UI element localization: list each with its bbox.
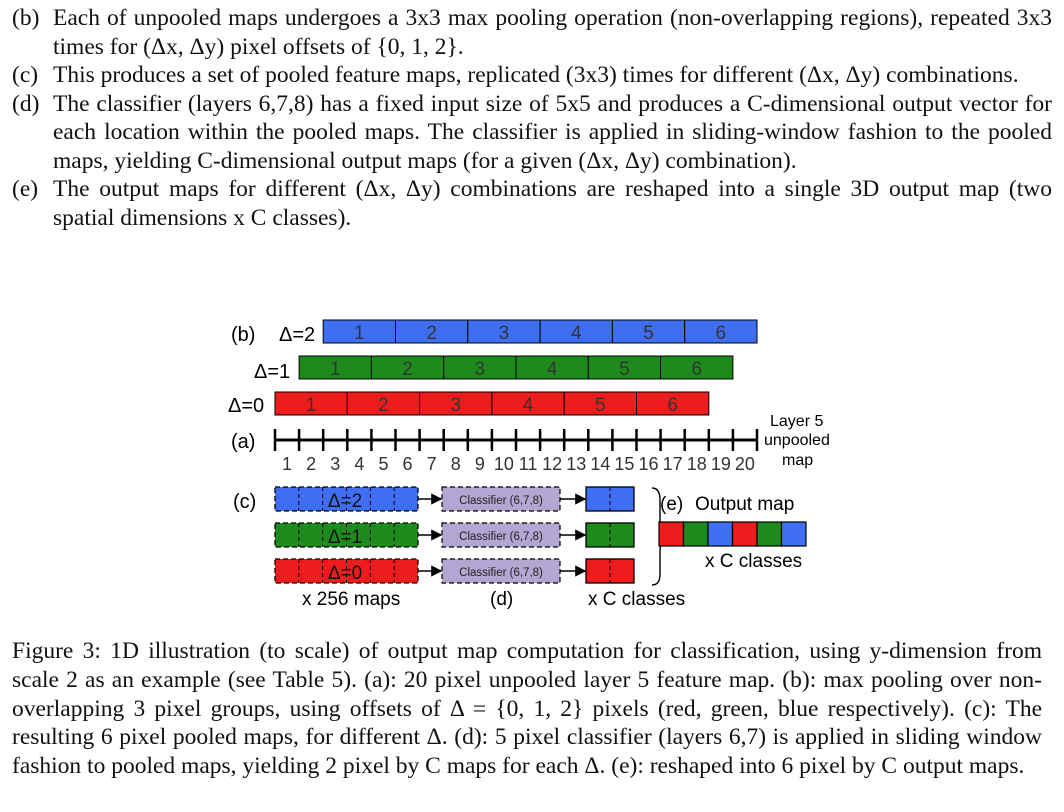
label-c: (c) [233, 491, 256, 513]
list-text: The classifier (layers 6,7,8) has a fixe… [53, 90, 1052, 174]
layer5-label-line2: unpooled [764, 432, 830, 449]
axis-number: 20 [735, 454, 755, 474]
layer5-label-line3: map [782, 452, 813, 469]
classifier-box [441, 522, 561, 548]
axis-number: 14 [590, 454, 610, 474]
axis-number: 15 [614, 454, 634, 474]
label-e: (e) [660, 494, 683, 515]
pool-number: 1 [330, 359, 341, 380]
pool-row-delta0: 1 2 3 4 5 6 [274, 391, 710, 416]
pool-row-delta2: 1 2 3 4 5 6 [322, 319, 758, 344]
pool-number: 3 [499, 323, 510, 344]
list-item-e: (e) The output maps for different (Δx, Δ… [12, 175, 1052, 232]
list-label: (e) [12, 176, 39, 202]
list-item-d: (d) The classifier (layers 6,7,8) has a … [12, 90, 1052, 176]
axis-number: 10 [494, 454, 514, 474]
final-output-cell [707, 521, 734, 547]
list-item-b: (b) Each of unpooled maps undergoes a 3x… [12, 4, 1052, 61]
classifier-label: Classifier (6,7,8) [459, 567, 543, 579]
pool-number: 2 [402, 359, 413, 380]
pool-row-delta1: 1 2 3 4 5 6 [298, 355, 734, 380]
label-a: (a) [231, 431, 255, 453]
pool-number: 3 [475, 359, 486, 380]
output-map-title: Output map [695, 494, 794, 515]
layer5-label-line1: Layer 5 [770, 413, 823, 430]
axis-number: 6 [403, 454, 413, 474]
pool-number: 3 [450, 395, 461, 416]
final-output-map [658, 521, 807, 547]
axis-number: 3 [330, 454, 340, 474]
axis-number: 8 [451, 454, 461, 474]
pool-cell-delta0 [636, 391, 710, 416]
pool-cell-delta1 [660, 355, 734, 380]
pool-number: 1 [354, 323, 365, 344]
list-text: Each of unpooled maps undergoes a 3x3 ma… [53, 5, 1052, 60]
pool-cell-delta2 [684, 319, 758, 344]
delta1-label: Δ=1 [254, 361, 290, 383]
axis-number: 9 [475, 454, 485, 474]
pool-number: 6 [691, 359, 702, 380]
list-label: (d) [12, 90, 40, 117]
list-label: (b) [12, 5, 40, 31]
pooled-delta-label: Δ=1 [328, 527, 362, 548]
pooled-delta-label: Δ=0 [328, 563, 362, 584]
figure-caption: Figure 3: 1D illustration (to scale) of … [12, 638, 1042, 780]
list-text: The output maps for different (Δx, Δy) c… [53, 176, 1052, 231]
output-maps [585, 486, 635, 584]
pool-number: 6 [667, 395, 678, 416]
pool-number: 2 [378, 395, 389, 416]
final-output-cell [780, 521, 807, 547]
axis-number: 4 [354, 454, 364, 474]
delta2-label: Δ=2 [279, 324, 315, 346]
axis-number: 7 [427, 454, 437, 474]
list-text: This produces a set of pooled feature ma… [53, 62, 1019, 88]
axis-number: 16 [639, 454, 659, 474]
pool-number: 5 [595, 395, 606, 416]
axis-number: 17 [663, 454, 683, 474]
axis-number: 13 [566, 454, 586, 474]
classifier-label: Classifier (6,7,8) [459, 531, 543, 543]
final-output-cell [756, 521, 783, 547]
pool-number: 4 [571, 323, 582, 344]
c-classes-output-label: x C classes [588, 589, 685, 610]
axis-number: 2 [306, 454, 316, 474]
delta0-label: Δ=0 [228, 395, 264, 417]
list-label: (c) [12, 62, 39, 88]
pool-number: 4 [547, 359, 558, 380]
classifier-stack: Classifier (6,7,8) Classifier (6,7,8) Clas… [441, 486, 587, 584]
pool-number: 5 [643, 323, 654, 344]
axis-number: 18 [687, 454, 707, 474]
classifier-label: Classifier (6,7,8) [459, 495, 543, 507]
classifier-box [441, 486, 561, 512]
final-output-cell [731, 521, 758, 547]
final-output-cell [682, 521, 709, 547]
axis-number: 12 [542, 454, 562, 474]
classifier-box [441, 558, 561, 584]
numbered-list: (b) Each of unpooled maps undergoes a 3x… [12, 4, 1052, 232]
c-classes-e-label: x C classes [705, 551, 802, 572]
axis-number: 11 [519, 454, 538, 474]
label-b: (b) [231, 324, 255, 346]
pooled-delta-label: Δ=2 [328, 491, 362, 512]
pool-number: 5 [619, 359, 630, 380]
pool-number: 4 [523, 395, 534, 416]
pool-number: 2 [426, 323, 437, 344]
list-item-c: (c) This produces a set of pooled featur… [12, 61, 1052, 90]
axis-number: 5 [378, 454, 388, 474]
axis-number: 19 [711, 454, 731, 474]
pool-number: 6 [716, 323, 727, 344]
pool-number: 1 [306, 395, 317, 416]
label-d: (d) [490, 589, 513, 610]
axis-number: 1 [282, 454, 292, 474]
final-output-cell [658, 521, 685, 547]
maps-256-label: x 256 maps [302, 589, 400, 610]
pooled-maps: Δ=2Δ=1Δ=0 [274, 486, 443, 584]
